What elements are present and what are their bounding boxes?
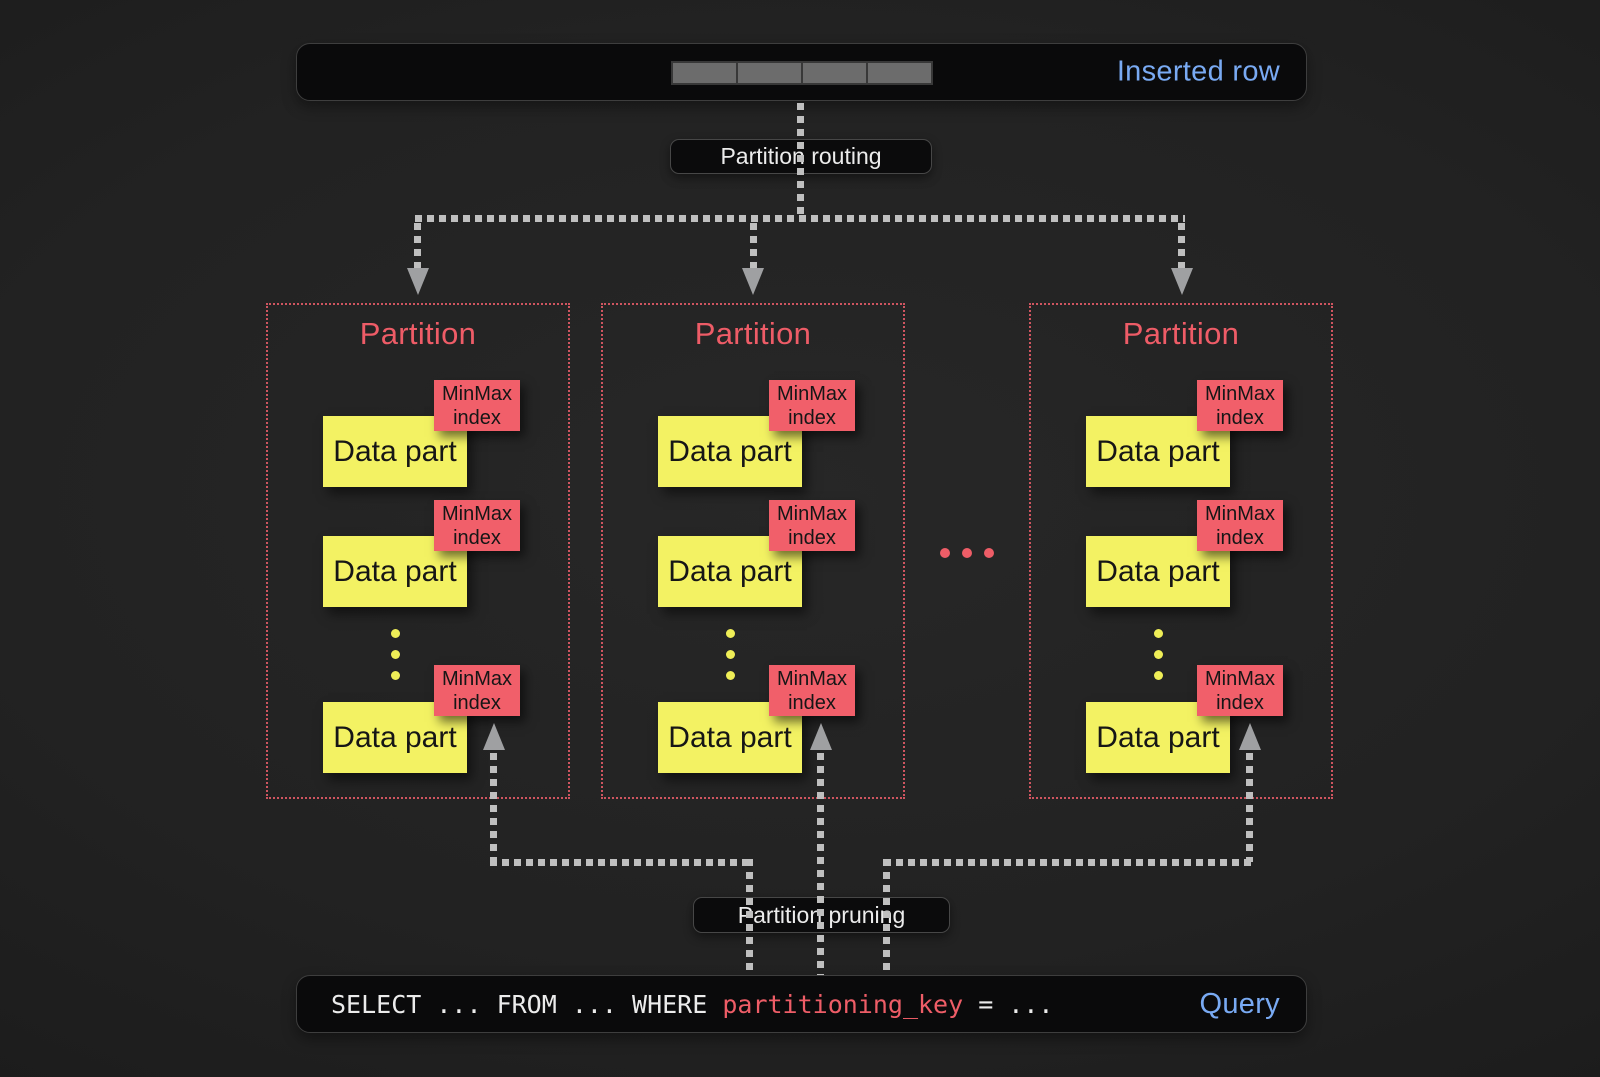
minmax-index-tag: MinMax index [769, 665, 855, 716]
arrow-up-icon [1239, 723, 1261, 750]
pruning-line [883, 859, 890, 975]
query-text: SELECT ... FROM ... WHERE partitioning_k… [331, 990, 1053, 1019]
vertical-ellipsis-dots [391, 629, 400, 692]
routing-drop-line [1178, 223, 1185, 268]
query-bar: SELECT ... FROM ... WHERE partitioning_k… [296, 975, 1307, 1033]
data-part-box: Data part [323, 536, 467, 607]
vertical-ellipsis-dots [726, 629, 735, 692]
routing-stub-line [797, 103, 804, 215]
data-part-box: Data part [323, 416, 467, 487]
minmax-index-tag: MinMax index [769, 500, 855, 551]
pruning-horizontal-line [490, 859, 754, 866]
vertical-ellipsis-dots [1154, 629, 1163, 692]
inserted-row-label: Inserted row [1116, 55, 1280, 88]
arrow-down-icon [1171, 268, 1193, 295]
partition-title: Partition [1122, 316, 1240, 351]
partition-box: Partition MinMax index Data part MinMax … [266, 303, 570, 799]
row-cell [671, 61, 738, 85]
row-cell [866, 61, 933, 85]
minmax-index-tag: MinMax index [1197, 665, 1283, 716]
arrow-down-icon [742, 268, 764, 295]
partition-title: Partition [359, 316, 477, 351]
arrow-down-icon [407, 268, 429, 295]
minmax-index-tag: MinMax index [434, 500, 520, 551]
minmax-index-tag: MinMax index [1197, 500, 1283, 551]
inserted-row-bar: Inserted row [296, 43, 1307, 101]
partition-ellipsis [940, 548, 994, 558]
minmax-index-tag: MinMax index [434, 665, 520, 716]
routing-horizontal-line [415, 215, 1185, 222]
query-prefix: SELECT ... FROM ... WHERE [331, 989, 723, 1019]
partition-box: Partition MinMax index Data part MinMax … [1029, 303, 1333, 799]
query-suffix: = ... [963, 989, 1054, 1019]
query-partitioning-key: partitioning_key [722, 989, 964, 1019]
pruning-line [490, 753, 497, 862]
pruning-line [1246, 753, 1253, 862]
row-cell [801, 61, 868, 85]
arrow-up-icon [483, 723, 505, 750]
routing-drop-line [414, 223, 421, 268]
routing-drop-line [750, 223, 757, 268]
partition-title: Partition [694, 316, 812, 351]
pruning-line [817, 753, 824, 975]
partition-box: Partition MinMax index Data part MinMax … [601, 303, 905, 799]
pruning-line [746, 859, 753, 975]
minmax-index-tag: MinMax index [434, 380, 520, 431]
arrow-up-icon [810, 723, 832, 750]
row-cell [736, 61, 803, 85]
pruning-horizontal-line [884, 859, 1253, 866]
data-part-box: Data part [1086, 702, 1230, 773]
query-label: Query [1199, 987, 1280, 1020]
minmax-index-tag: MinMax index [1197, 380, 1283, 431]
minmax-index-tag: MinMax index [769, 380, 855, 431]
row-cells [671, 61, 933, 85]
